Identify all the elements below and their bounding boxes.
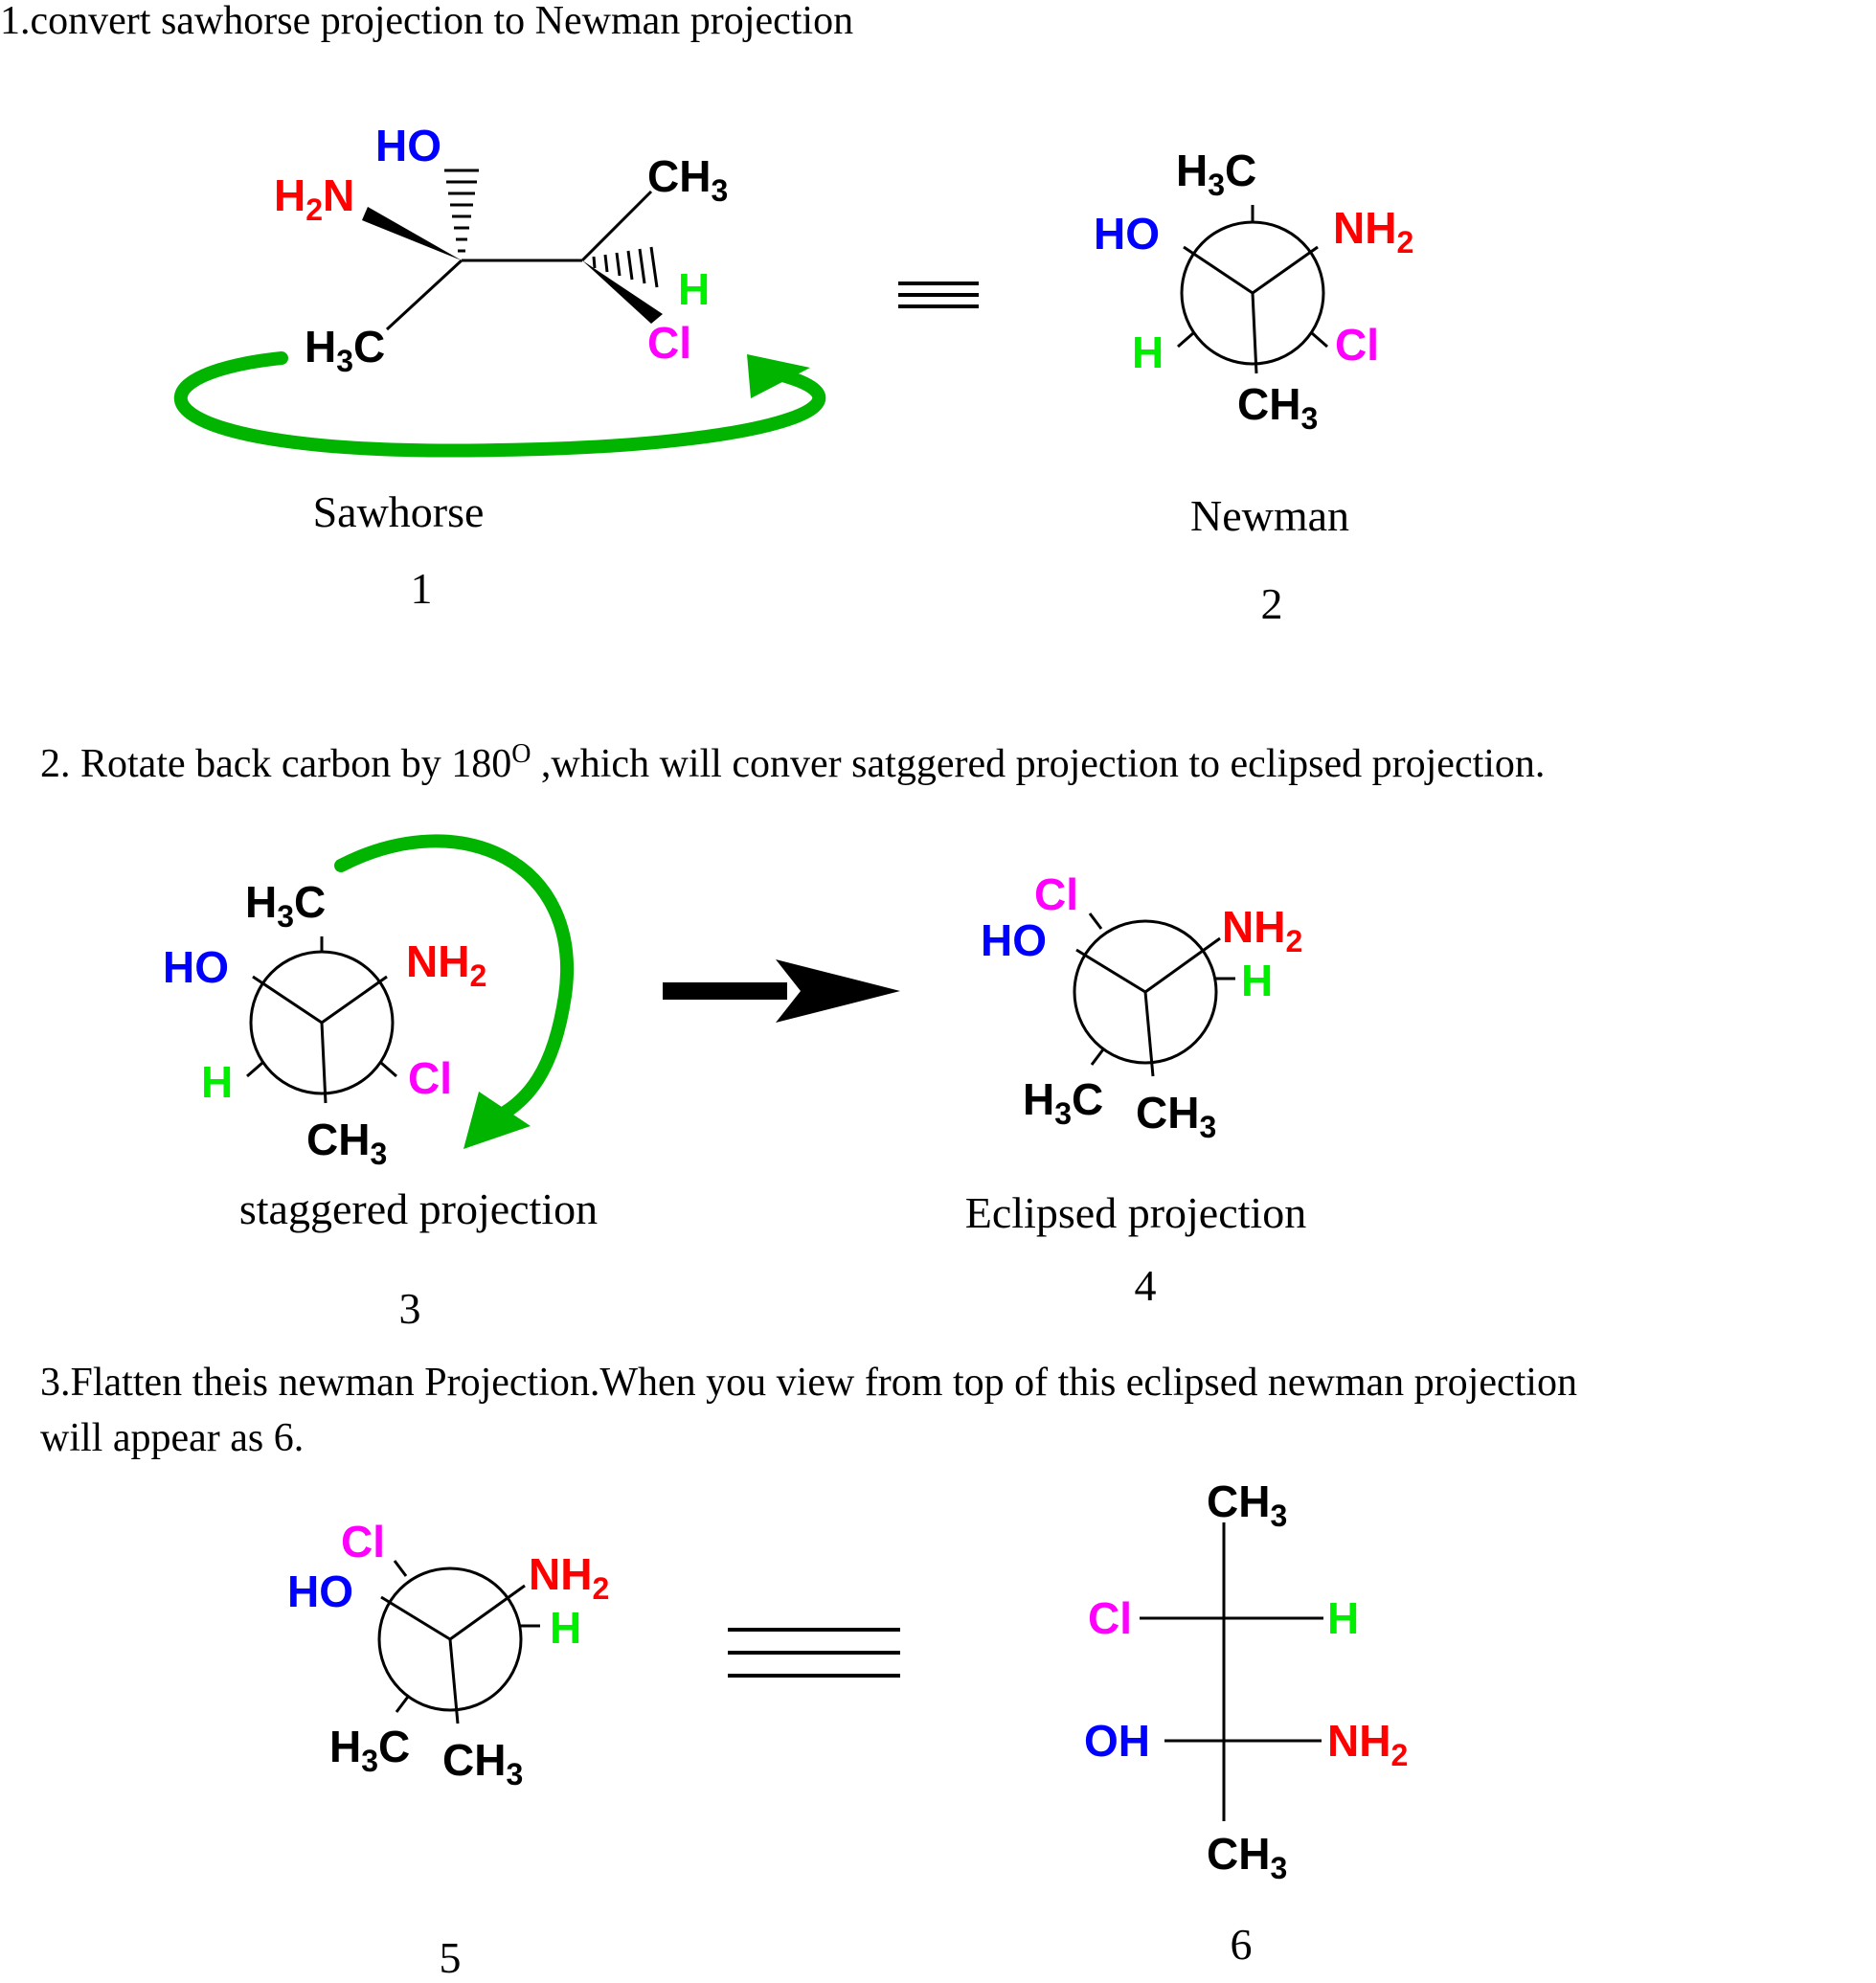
eclipsed-label-cl: Cl (1034, 869, 1078, 919)
step-2-text-b: ,which will conver satggered projection … (531, 742, 1546, 786)
staggered-rotation-arrow (334, 834, 574, 1123)
sawhorse-ch3-bond-left (385, 259, 463, 331)
staggered-label-nh2: NH2 (406, 936, 486, 993)
eclipsed-5-label-ch3: CH3 (442, 1735, 523, 1791)
number-5: 5 (439, 1933, 462, 1982)
fischer-projection: CH3 Cl H OH NH2 CH3 (1084, 1476, 1408, 1885)
eclipsed-5-label-cl: Cl (341, 1517, 385, 1566)
eclipsed-5-label-h: H (550, 1603, 581, 1653)
caption-staggered: staggered projection (238, 1184, 599, 1233)
step-2-text-a: 2. Rotate back carbon by 180 (40, 742, 512, 786)
eclipsed-projection: Cl HO NH2 H H3C CH3 (981, 869, 1302, 1144)
step-2-text: 2. Rotate back carbon by 180O ,which wil… (40, 730, 1545, 789)
sawhorse-label-h2n: H2N (274, 170, 354, 227)
newman-label-ho: HO (1094, 209, 1160, 259)
eclipsed-5-circle (377, 1566, 523, 1712)
eclipsed-label-nh2: NH2 (1222, 902, 1302, 958)
step-3-text-line2: will appear as 6. (40, 1416, 305, 1460)
step-3-text-line1: 3.Flatten theis newman Projection.When y… (40, 1361, 1577, 1405)
caption-eclipsed: Eclipsed projection (964, 1188, 1307, 1237)
number-6: 6 (1230, 1920, 1253, 1969)
sawhorse-cl-wedge (582, 260, 663, 324)
newman-label-cl: Cl (1335, 320, 1379, 370)
sawhorse-rotation-arrow (173, 351, 826, 458)
staggered-rotation-arrowhead (463, 1092, 531, 1149)
eclipsed-projection-5: Cl HO NH2 H H3C CH3 (287, 1517, 609, 1791)
newman-label-h3c: H3C (1176, 146, 1256, 202)
sawhorse-label-h: H (678, 264, 710, 314)
eclipsed-label-ho: HO (981, 915, 1047, 965)
eclipsed-5-label-h3c: H3C (329, 1722, 410, 1778)
sawhorse-label-ho: HO (375, 121, 441, 170)
conversion-arrow (663, 959, 900, 1023)
eclipsed-5-label-ho: HO (287, 1566, 353, 1616)
sawhorse-label-ch3-right: CH3 (647, 151, 728, 208)
sawhorse-oh-hash (444, 169, 479, 253)
fischer-label-oh: OH (1084, 1716, 1150, 1766)
number-1: 1 (410, 564, 433, 613)
staggered-label-h3c: H3C (245, 877, 326, 934)
eclipsed-label-h: H (1241, 956, 1273, 1005)
staggered-label-ho: HO (163, 942, 229, 992)
eclipsed-label-ch3: CH3 (1136, 1088, 1216, 1144)
caption-sawhorse: Sawhorse (312, 487, 485, 536)
sawhorse-projection: HO H2N CH3 H Cl H3C (173, 121, 826, 458)
newman-projection: H3C HO NH2 H Cl CH3 (1094, 146, 1413, 436)
number-3: 3 (398, 1284, 421, 1333)
sawhorse-ch3-bond-right (580, 190, 653, 262)
fischer-label-ch3-bottom: CH3 (1207, 1829, 1287, 1885)
sawhorse-h-hash (592, 246, 659, 288)
sawhorse-nh2-wedge (362, 207, 462, 260)
equivalence-sign-2 (728, 1628, 900, 1678)
number-4: 4 (1134, 1261, 1157, 1310)
equivalence-sign-1 (898, 282, 979, 308)
staggered-projection: H3C HO NH2 H Cl CH3 (163, 834, 574, 1171)
newman-label-nh2: NH2 (1333, 203, 1413, 259)
newman-label-ch3: CH3 (1237, 379, 1318, 436)
staggered-label-cl: Cl (408, 1053, 452, 1103)
fischer-label-h: H (1327, 1593, 1359, 1643)
sawhorse-rotation-arrowhead (747, 354, 810, 398)
eclipsed-5-label-nh2: NH2 (529, 1549, 609, 1606)
eclipsed-label-h3c: H3C (1023, 1074, 1103, 1131)
fischer-label-nh2: NH2 (1327, 1716, 1408, 1772)
fischer-label-cl: Cl (1088, 1593, 1132, 1643)
sawhorse-label-cl: Cl (647, 318, 691, 368)
staggered-label-ch3: CH3 (306, 1115, 387, 1171)
eclipsed-circle (1073, 919, 1218, 1065)
fischer-label-ch3-top: CH3 (1207, 1476, 1287, 1533)
caption-newman: Newman (1189, 491, 1350, 540)
sawhorse-label-h3c: H3C (305, 322, 385, 378)
degree-superscript: O (511, 739, 531, 769)
staggered-label-h: H (201, 1057, 233, 1107)
newman-label-h: H (1132, 327, 1164, 377)
step-1-text: 1.convert sawhorse projection to Newman … (0, 0, 854, 43)
number-2: 2 (1260, 579, 1283, 628)
